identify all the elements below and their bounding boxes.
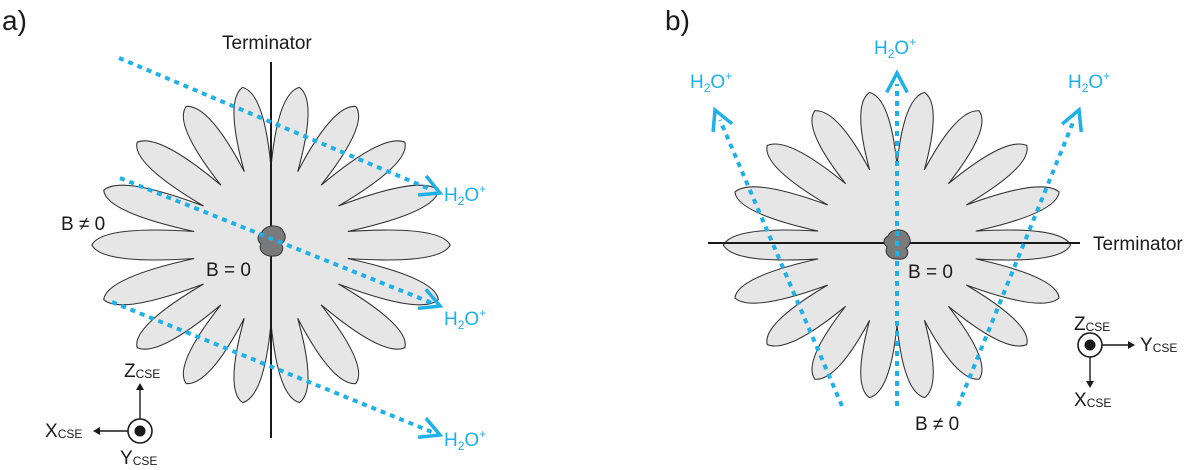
ion-path-upper [118, 56, 433, 192]
b-nonzero-label: B ≠ 0 [61, 214, 105, 235]
panel-b: b) Terminator B = 0 B ≠ 0 H2O+ H2O+ H2O+ [665, 5, 1183, 435]
terminator-label: Terminator [222, 33, 312, 54]
ion-label-lower: H2O+ [444, 427, 486, 453]
b-zero-label: B = 0 [908, 262, 953, 283]
panel-b-label: b) [665, 5, 690, 36]
ion-path-right [956, 119, 1076, 407]
x-axis-arrow-icon [1086, 381, 1094, 388]
arrowhead-icon [417, 174, 444, 197]
arrowhead-icon [417, 288, 444, 311]
arrowhead-icon [417, 416, 444, 440]
y-axis-label: YCSE [120, 448, 157, 469]
ion-label-upper: H2O+ [444, 182, 486, 208]
ion-label-middle: H2O+ [444, 306, 486, 332]
z-axis-label: ZCSE [124, 361, 160, 382]
b-zero-label: B = 0 [206, 260, 251, 281]
terminator-label: Terminator [1093, 234, 1183, 255]
ion-path-middle [119, 176, 433, 305]
arrowhead-icon [885, 69, 909, 94]
dot-icon [134, 425, 146, 437]
ion-path-lower [111, 300, 433, 434]
y-axis-label: YCSE [1140, 335, 1177, 356]
comet-nucleus [257, 225, 286, 257]
dot-icon [1084, 339, 1096, 351]
coordinate-axes-b: ZCSE YCSE XCSE [1074, 314, 1177, 411]
coordinate-axes-a: ZCSE XCSE YCSE [45, 361, 160, 469]
b-nonzero-label: B ≠ 0 [915, 414, 959, 435]
ion-path-left [718, 119, 844, 407]
panel-a: a) Terminator B ≠ 0 B = 0 H2O+ H2O+ H2O+ [2, 5, 486, 469]
ion-label-left: H2O+ [690, 69, 732, 95]
x-axis-label: XCSE [1074, 390, 1111, 411]
y-axis-arrow-icon [1128, 341, 1135, 349]
panel-a-label: a) [2, 5, 27, 36]
arrowhead-icon [711, 106, 734, 133]
x-axis-label: XCSE [45, 421, 82, 442]
ion-label-center: H2O+ [874, 35, 916, 61]
ion-label-right: H2O+ [1068, 69, 1110, 95]
z-axis-arrow-icon [136, 383, 144, 390]
arrowhead-icon [1060, 106, 1084, 133]
x-axis-arrow-icon [93, 427, 100, 435]
z-axis-label: ZCSE [1074, 314, 1110, 335]
